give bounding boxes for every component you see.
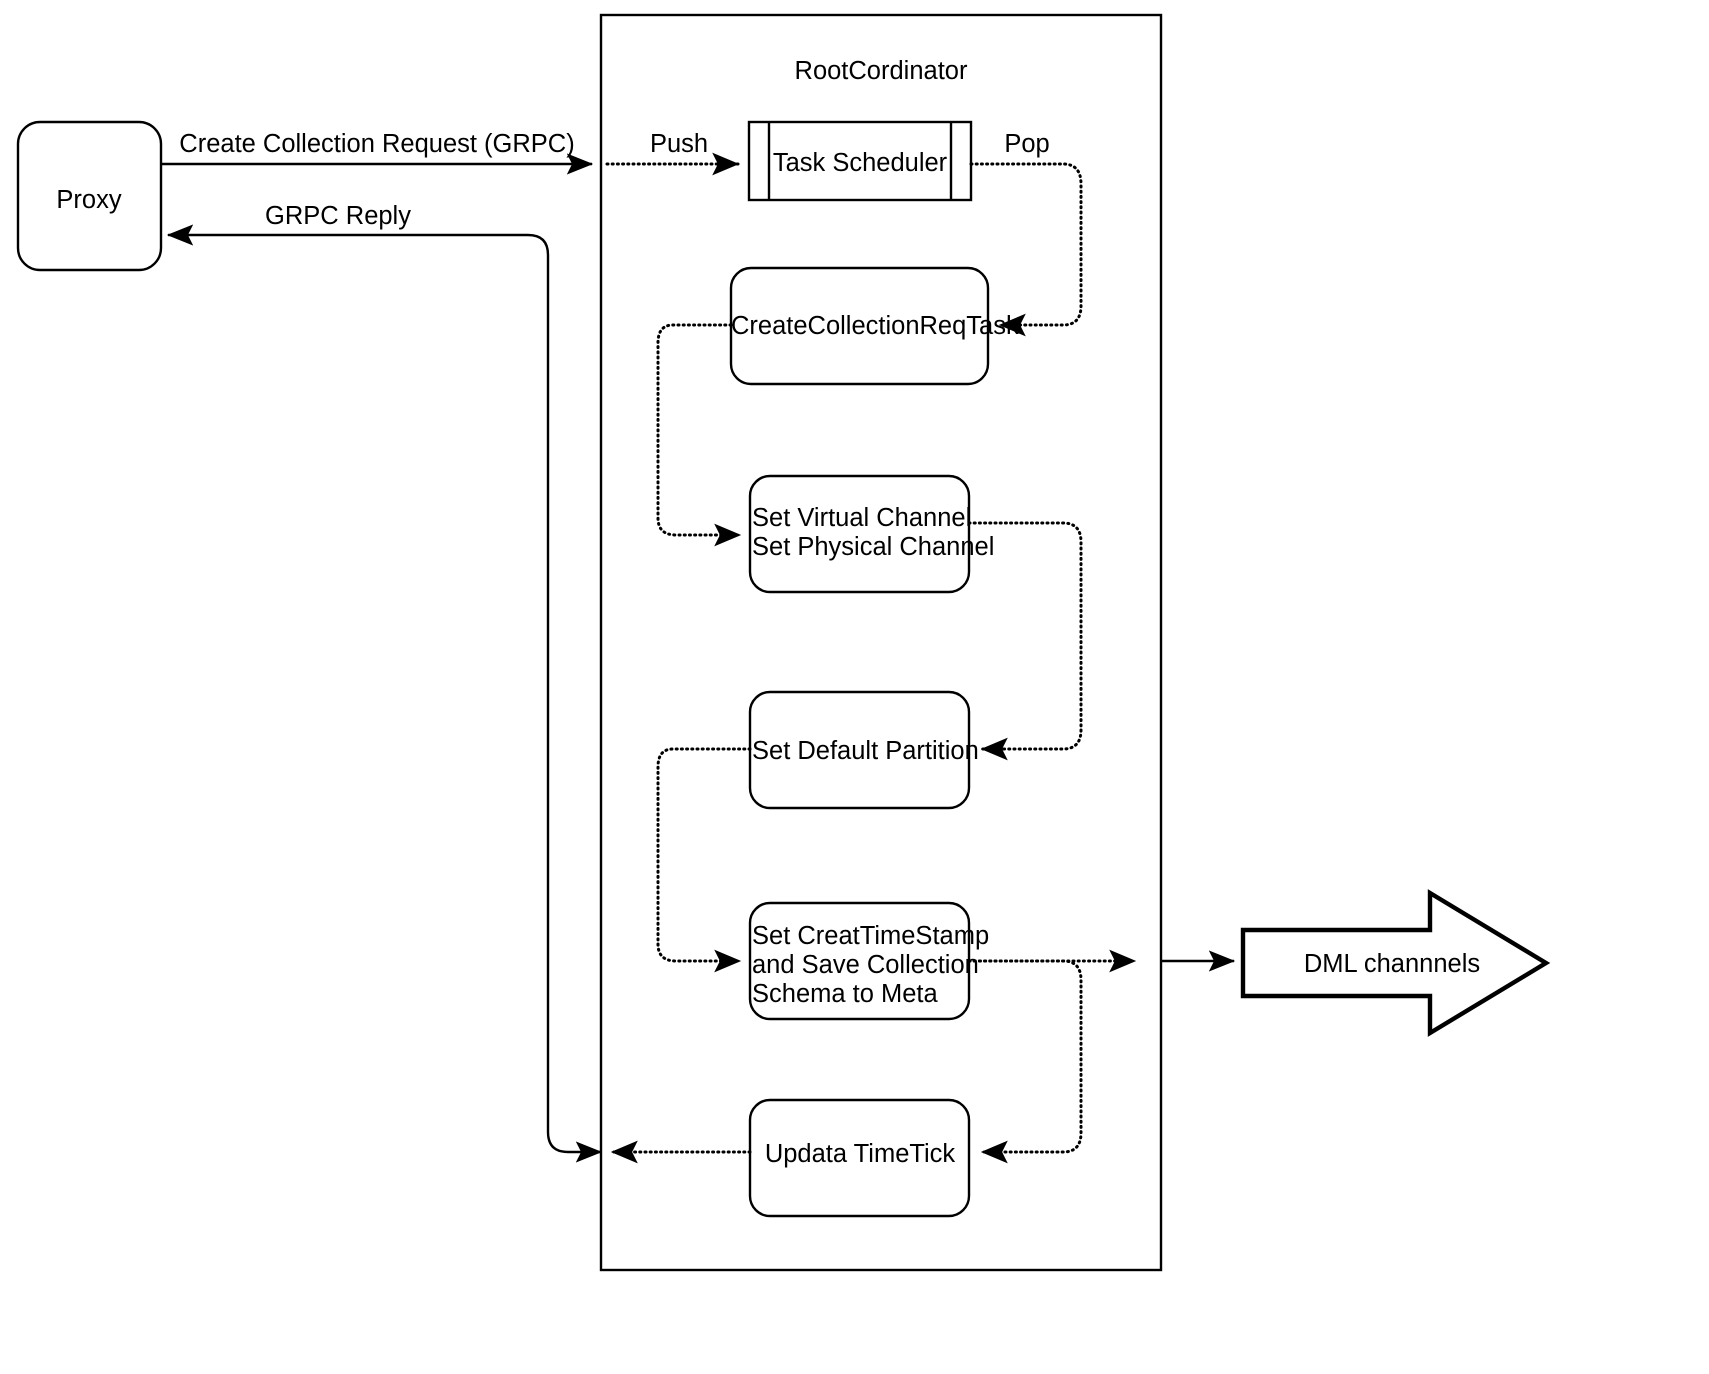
node-proxy-label: Proxy <box>56 186 121 214</box>
node-set-creat-timestamp-label-line1: Set CreatTimeStamp <box>752 922 989 950</box>
node-set-default-partition-label: Set Default Partition <box>752 737 979 765</box>
edge-timestamp-to-timetick <box>967 959 1083 1164</box>
node-create-collection-req-task[interactable]: CreateCollectionReqTask <box>729 266 1019 386</box>
node-dml-channnels[interactable]: DML channnels <box>1240 889 1551 1037</box>
edge-set-channel-to-partition <box>967 521 1083 761</box>
node-task-scheduler[interactable]: Task Scheduler <box>747 120 973 202</box>
node-create-collection-req-task-label: CreateCollectionReqTask <box>731 312 1019 340</box>
node-set-channel-label-line2: Set Physical Channel <box>752 533 994 561</box>
node-task-scheduler-label: Task Scheduler <box>773 149 948 177</box>
node-set-channel-label-line1: Set Virtual Channel <box>752 504 971 532</box>
node-updata-timetick[interactable]: Updata TimeTick <box>748 1098 971 1218</box>
node-updata-timetick-label: Updata TimeTick <box>765 1140 956 1168</box>
edge-task-to-set-channel <box>656 323 742 547</box>
edge-push: Push <box>605 130 740 176</box>
edge-create-collection-request: Create Collection Request (GRPC) <box>161 130 594 175</box>
node-set-creat-timestamp-label-line3: Schema to Meta <box>752 980 938 1008</box>
edge-grpc-reply: GRPC Reply <box>166 202 603 1163</box>
edge-pop: Pop <box>969 130 1083 337</box>
node-set-default-partition[interactable]: Set Default Partition <box>748 690 979 810</box>
rootcordinator-title: RootCordinator <box>795 57 968 85</box>
edge-create-collection-request-label: Create Collection Request (GRPC) <box>179 130 574 158</box>
node-proxy[interactable]: Proxy <box>16 120 163 272</box>
node-dml-channnels-label: DML channnels <box>1304 950 1480 978</box>
node-set-creat-timestamp[interactable]: Set CreatTimeStamp and Save Collection S… <box>748 901 989 1021</box>
edge-pop-label: Pop <box>1004 130 1049 158</box>
rootcordinator-container: RootCordinator <box>599 13 1163 1272</box>
edge-grpc-reply-label: GRPC Reply <box>265 202 411 230</box>
edge-push-label: Push <box>650 130 708 158</box>
node-set-creat-timestamp-label-line2: and Save Collection <box>752 951 979 979</box>
edge-partition-to-timestamp <box>656 747 752 973</box>
node-set-channel[interactable]: Set Virtual Channel Set Physical Channel <box>748 474 994 594</box>
